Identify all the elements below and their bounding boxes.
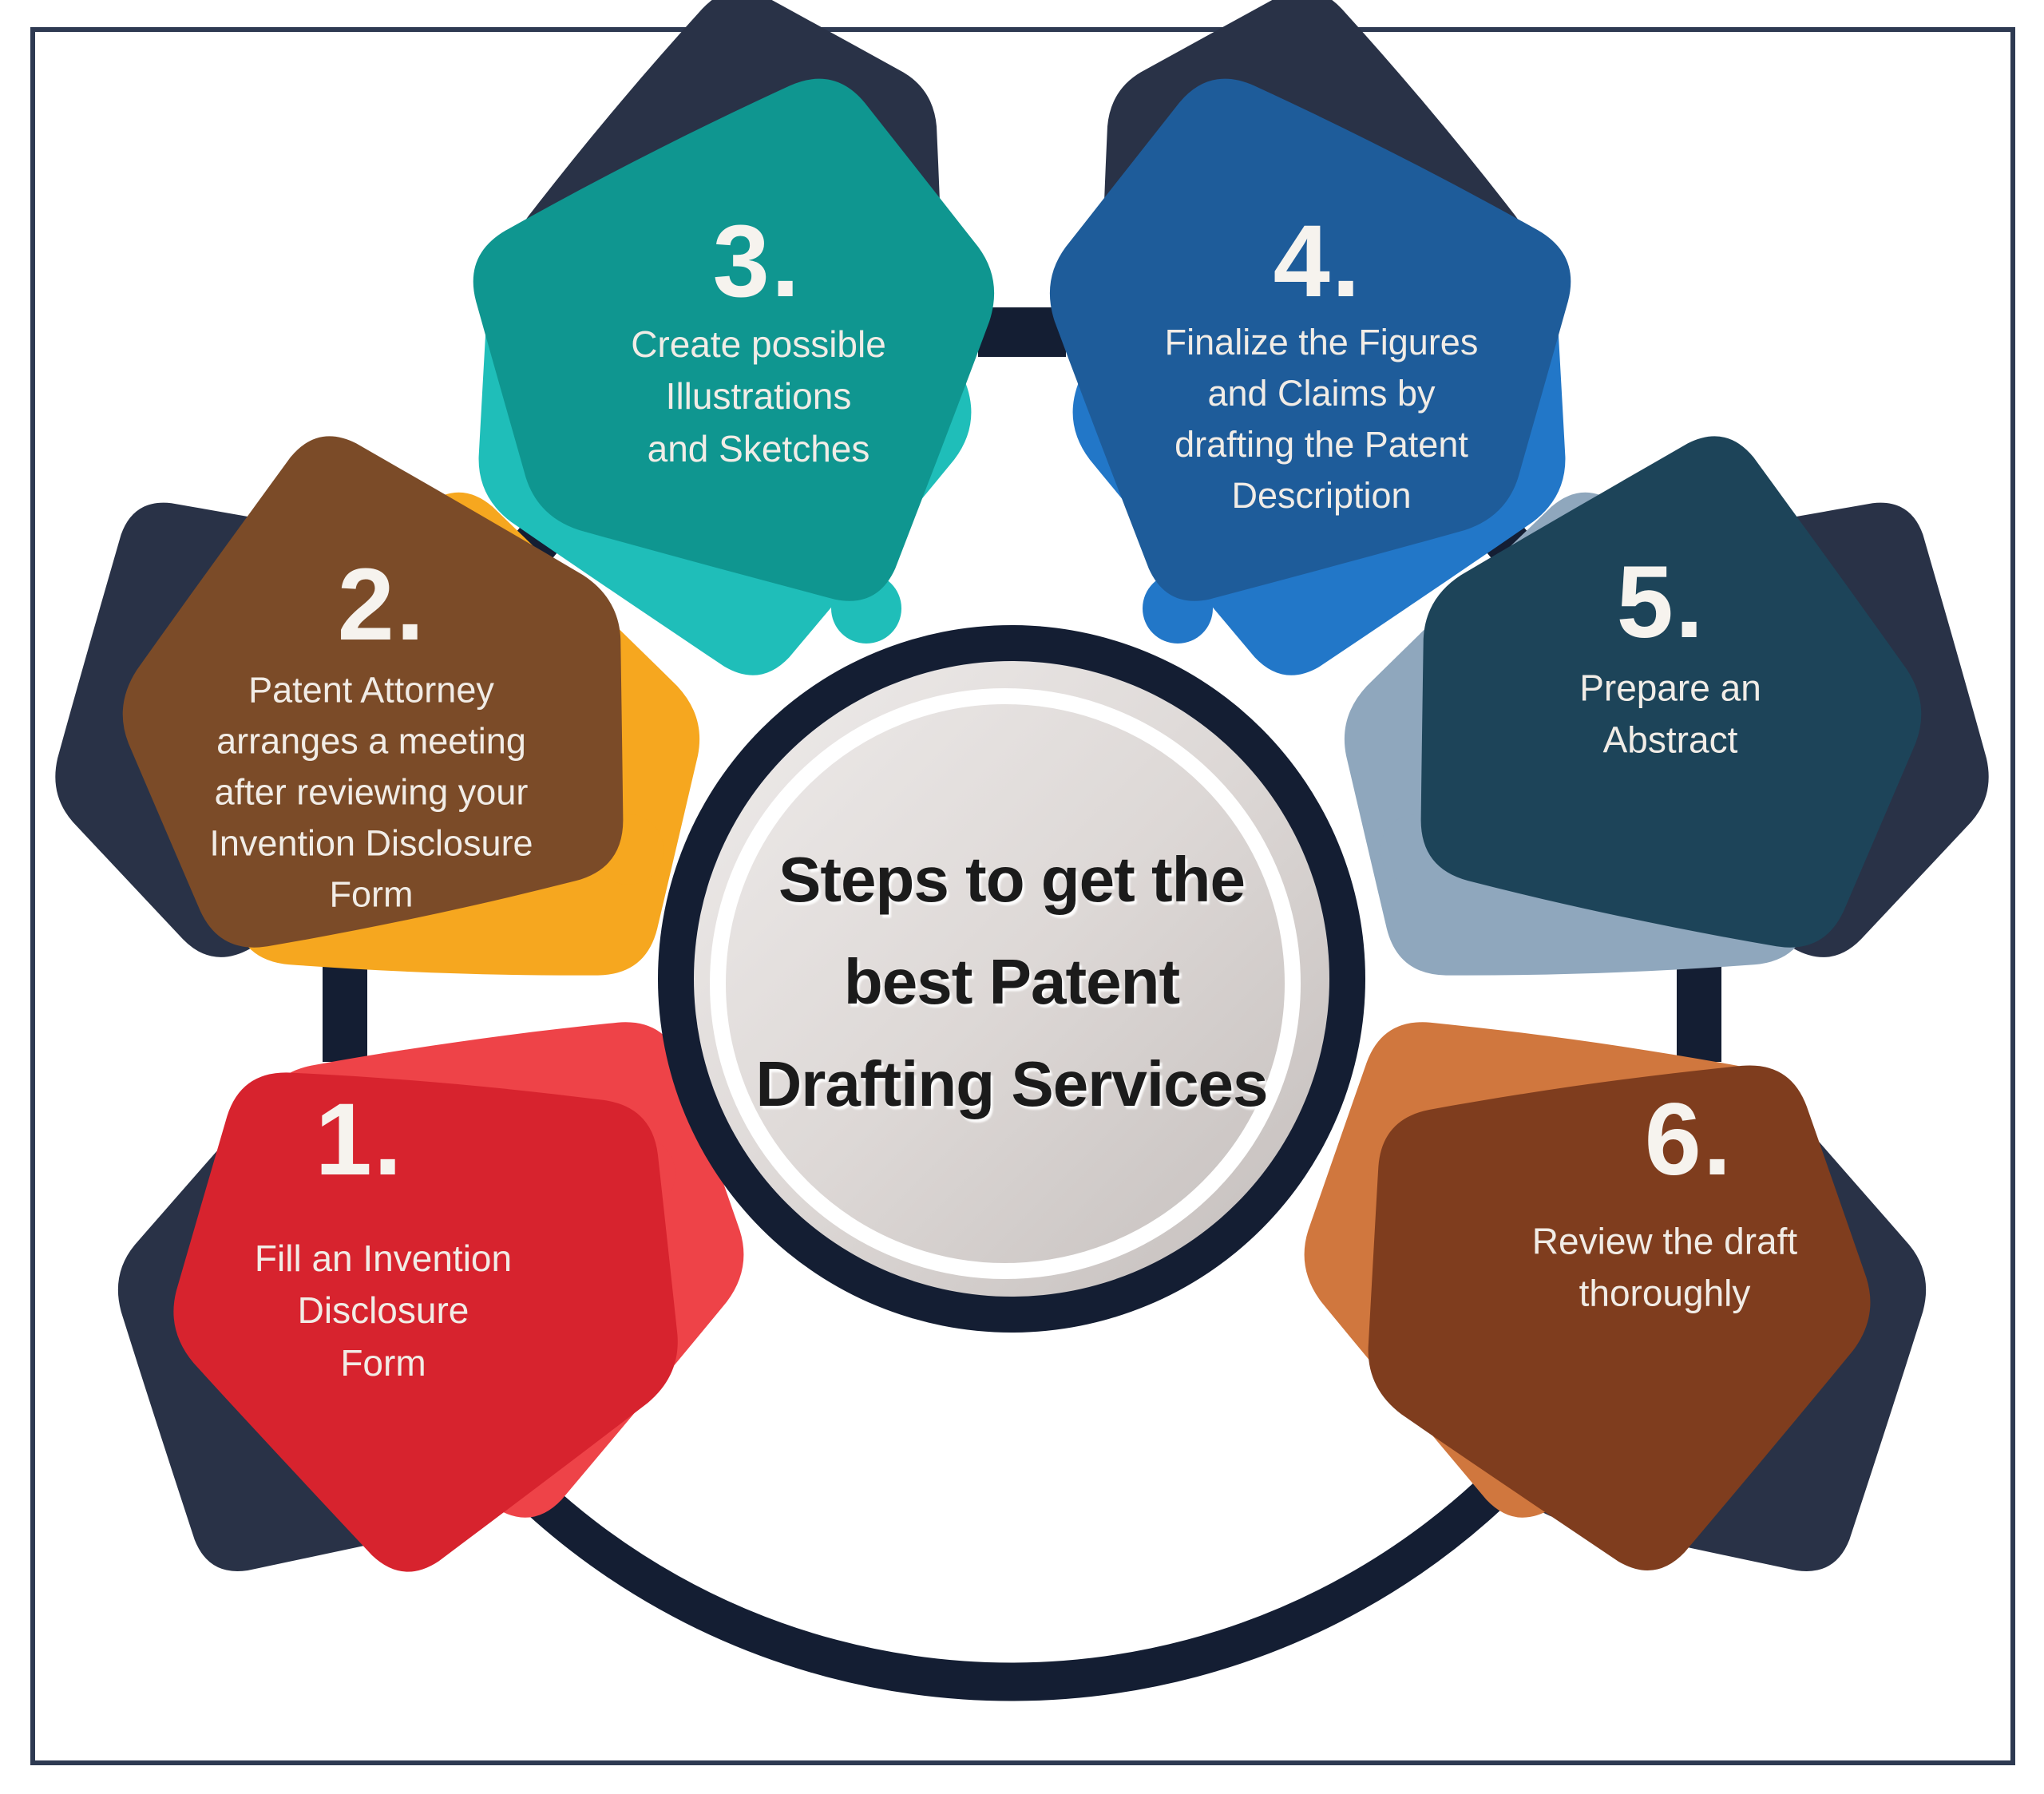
- step-4-description-line: Finalize the Figures: [1164, 322, 1479, 363]
- step-5-description-line: Abstract: [1602, 719, 1738, 761]
- center-title: Steps to get the best Patent Drafting Se…: [708, 829, 1315, 1135]
- step-2-description-line: Invention Disclosure: [209, 822, 533, 863]
- step-3-description-line: Create possible: [631, 323, 886, 366]
- step-6-petal: [1271, 1006, 2030, 1681]
- step-2-petal: [0, 384, 708, 996]
- step-4-number: 4.: [1273, 204, 1362, 319]
- step-4-description-line: and Claims by: [1207, 373, 1436, 414]
- bottom-connector-ring: [420, 1371, 1603, 1701]
- step-4-description: Finalize the Figures and Claims by draft…: [1114, 317, 1529, 521]
- step-2-description-line: after reviewing your: [214, 771, 529, 813]
- step-5-description: Prepare an Abstract: [1503, 663, 1838, 767]
- step-6-description-line: Review the draft: [1531, 1220, 1798, 1262]
- step-1-description-line: Disclosure: [297, 1289, 469, 1332]
- step-4-description-line: Description: [1231, 474, 1412, 516]
- step-2-description-line: arranges a meeting: [216, 720, 526, 762]
- step-1-description: Fill an Invention Disclosure Form: [192, 1233, 575, 1389]
- step-6-description-line: thoroughly: [1579, 1273, 1751, 1314]
- step-5-description-line: Prepare an: [1579, 667, 1761, 709]
- connector-bar-step3-step4: [978, 307, 1066, 357]
- step-1-description-line: Fill an Invention: [254, 1238, 513, 1280]
- step-5-petal: [1336, 384, 2044, 996]
- hub-disc: [694, 661, 1329, 1297]
- step-2-number: 2.: [337, 548, 426, 662]
- center-title-line: Drafting Services: [755, 1048, 1268, 1119]
- step-3-description-line: and Sketches: [647, 427, 870, 469]
- step-2-description-line: Form: [329, 873, 414, 914]
- step-2-description: Patent Attorney arranges a meeting after…: [180, 664, 563, 919]
- step-4-description-line: drafting the Patent: [1175, 424, 1468, 465]
- hub-inner-ring: [710, 688, 1301, 1279]
- step-5-number: 5.: [1616, 545, 1705, 659]
- step-1-petal: [14, 1006, 777, 1681]
- step-3-description-line: Illustrations: [665, 375, 852, 418]
- step-4-petal: [945, 0, 1626, 712]
- step-6-number: 6.: [1644, 1083, 1733, 1197]
- center-title-line: best Patent: [843, 946, 1180, 1017]
- step-6-description: Review the draft thoroughly: [1465, 1216, 1864, 1321]
- step-3-petal: [418, 0, 1099, 712]
- center-title-line: Steps to get the: [778, 844, 1246, 915]
- step-3-number: 3.: [712, 204, 802, 319]
- step-1-number: 1.: [315, 1083, 404, 1197]
- step-1-description-line: Form: [340, 1341, 426, 1384]
- step-3-description: Create possible Illustrations and Sketch…: [575, 319, 942, 475]
- step-2-description-line: Patent Attorney: [248, 669, 494, 711]
